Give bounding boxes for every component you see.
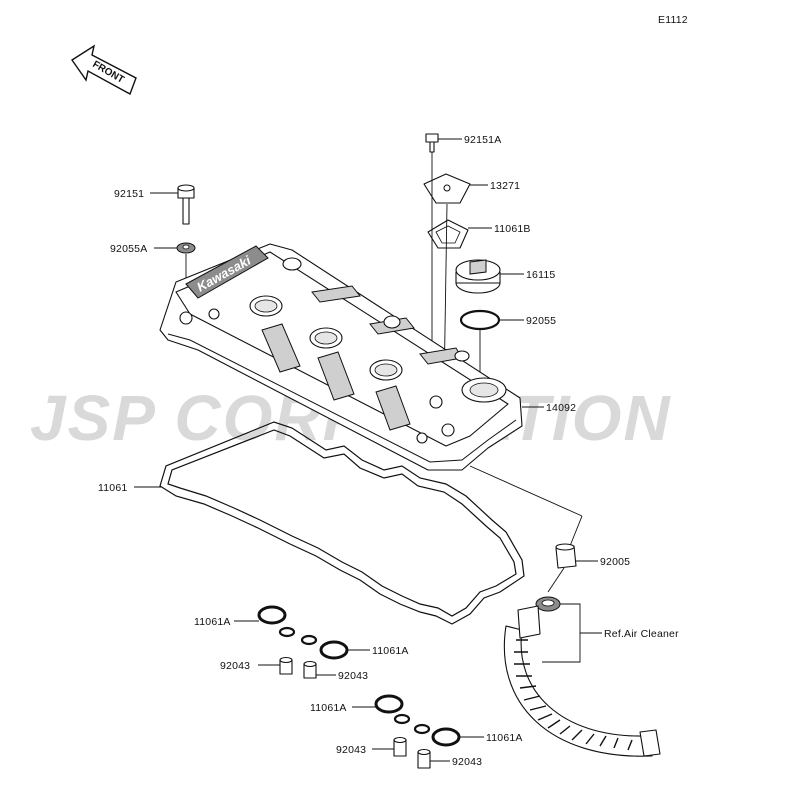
- label-11061a-1: 11061A: [194, 616, 231, 628]
- ref-bracket: [542, 603, 581, 663]
- front-arrow-icon: FRONT: [71, 44, 137, 96]
- label-92151a: 92151A: [464, 134, 501, 146]
- gasket-11061b: [427, 219, 469, 249]
- oil-cap-16115: [455, 259, 501, 294]
- label-11061a-2: 11061A: [372, 645, 409, 657]
- label-92005: 92005: [600, 556, 630, 568]
- bolt-92151: [177, 184, 195, 225]
- label-16115: 16115: [526, 269, 555, 281]
- collar-92043-3: [393, 736, 407, 757]
- o-ring-92055: [459, 309, 501, 331]
- seal-11061a-3: [374, 694, 411, 725]
- seal-11061a-4: [413, 723, 461, 747]
- align-line-breather-2: [569, 515, 583, 547]
- breather-hose: [503, 605, 661, 757]
- label-92043-1: 92043: [220, 660, 250, 672]
- gasket-11061: [159, 421, 525, 625]
- collar-92043-2: [303, 660, 317, 679]
- align-line-breather: [469, 465, 583, 517]
- bolt-92151a: [425, 133, 439, 153]
- diagram-code: E1112: [658, 14, 688, 26]
- label-92043-2: 92043: [338, 670, 368, 682]
- label-ref-air-cleaner: Ref.Air Cleaner: [604, 628, 679, 640]
- label-92055a: 92055A: [110, 243, 147, 255]
- hose-clamp: [535, 596, 561, 612]
- label-92043-4: 92043: [452, 756, 482, 768]
- label-11061: 11061: [98, 482, 127, 494]
- align-line-fitting: [547, 567, 565, 593]
- washer-92055a: [176, 242, 196, 254]
- label-92055: 92055: [526, 315, 556, 327]
- label-11061a-4: 11061A: [486, 732, 523, 744]
- seal-11061a-2: [300, 634, 349, 660]
- label-11061b: 11061B: [494, 223, 531, 235]
- cylinder-head-cover-14092: Kawasaki: [159, 243, 523, 471]
- plate-13271: [423, 173, 471, 204]
- label-13271: 13271: [490, 180, 520, 192]
- collar-92043-1: [279, 656, 293, 675]
- label-92043-3: 92043: [336, 744, 366, 756]
- collar-92043-4: [417, 748, 431, 769]
- label-11061a-3: 11061A: [310, 702, 347, 714]
- label-92151: 92151: [114, 188, 144, 200]
- seal-11061a-1: [257, 605, 296, 638]
- label-14092: 14092: [546, 402, 576, 414]
- fitting-92005: [555, 543, 577, 569]
